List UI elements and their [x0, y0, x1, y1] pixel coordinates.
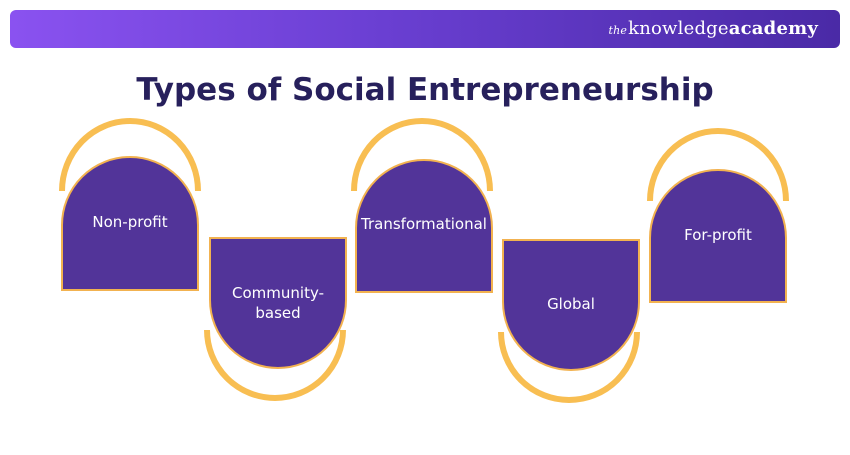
card-global	[498, 239, 640, 403]
card-for-profit	[647, 128, 789, 303]
brand-name-bold: academy	[728, 18, 818, 39]
card-label-non-profit: Non-profit	[92, 213, 168, 231]
card-shape	[355, 159, 493, 293]
arc-decoration	[647, 128, 789, 202]
card-transformational	[351, 118, 493, 293]
card-label-global: Global	[547, 295, 595, 313]
brand-name-regular: knowledge	[628, 18, 729, 39]
arc-decoration	[59, 118, 201, 192]
card-community-based	[204, 237, 347, 401]
top-banner: theknowledgeacademy	[10, 10, 840, 48]
brand-prefix: the	[608, 24, 628, 37]
card-shape	[649, 169, 787, 303]
page-title: Types of Social Entrepreneurship	[136, 72, 714, 108]
arc-decoration	[498, 331, 640, 403]
card-label-for-profit: For-profit	[684, 226, 752, 244]
brand-logo: theknowledgeacademy	[608, 18, 818, 39]
card-label-community-based: Community- based	[232, 284, 324, 322]
card-non-profit	[59, 118, 201, 291]
card-label-transformational: Transformational	[361, 215, 487, 233]
card-shape	[502, 239, 640, 371]
card-shape	[61, 156, 199, 291]
arc-decoration	[351, 118, 493, 192]
card-shape	[209, 237, 347, 369]
arc-decoration	[204, 329, 346, 401]
